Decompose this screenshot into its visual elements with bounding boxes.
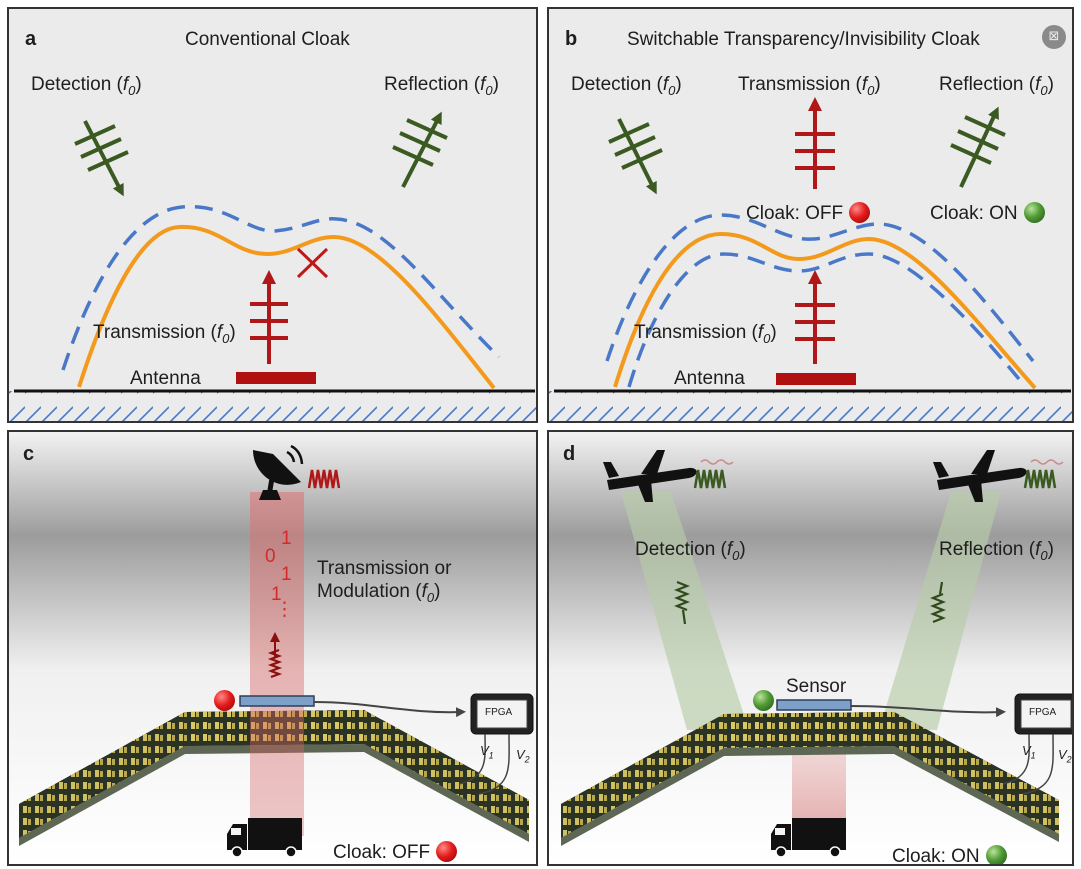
cloak-dashes-inner bbox=[627, 252, 1021, 388]
bit-3: 1 bbox=[281, 564, 292, 585]
wire-v2 bbox=[1022, 733, 1054, 795]
transmission-modulation-label-line1: Transmission or bbox=[317, 558, 452, 579]
panel-letter-b: b bbox=[565, 28, 578, 50]
transmission-wave bbox=[795, 270, 835, 364]
panel-c-graphics bbox=[19, 444, 534, 858]
reflection-wave bbox=[392, 111, 448, 188]
panel-b-title: Switchable Transparency/Invisibility Clo… bbox=[627, 29, 980, 50]
fpga-label: FPGA bbox=[1029, 707, 1057, 718]
airplane-icon bbox=[603, 450, 697, 502]
cloak-off-status: Cloak: OFF bbox=[333, 841, 458, 862]
status-dot-green bbox=[985, 845, 1007, 864]
blocked-x-icon bbox=[296, 247, 329, 279]
detection-label: Detection (f0) bbox=[571, 74, 682, 98]
panel-letter-d: d bbox=[563, 443, 576, 465]
reflection-label: Reflection (f0) bbox=[384, 74, 499, 98]
cloak-curve bbox=[613, 231, 1037, 390]
wire-v1 bbox=[458, 733, 486, 785]
sensor-cable bbox=[850, 705, 1006, 718]
reflection-signal-wave bbox=[1023, 469, 1057, 489]
detection-wave bbox=[74, 120, 129, 197]
fpga-label: FPGA bbox=[485, 707, 513, 718]
panel-letter-a: a bbox=[25, 28, 37, 50]
ground-hatch bbox=[9, 391, 536, 421]
panel-a-title: Conventional Cloak bbox=[185, 29, 350, 50]
voltage-v1-label: V1 bbox=[480, 743, 494, 761]
metasurface bbox=[561, 712, 1059, 846]
antenna-bar bbox=[236, 372, 316, 384]
transmission-top-label: Transmission (f0) bbox=[738, 74, 881, 98]
bit-1: 1 bbox=[281, 528, 292, 549]
voltage-v1-label: V1 bbox=[1022, 743, 1036, 761]
wire-v1 bbox=[1002, 733, 1030, 785]
cloak-dashes-outer bbox=[605, 213, 1035, 363]
wire-v2 bbox=[478, 733, 510, 795]
status-dot-red bbox=[849, 202, 871, 223]
modulation-wave bbox=[307, 469, 341, 489]
detection-signal-wave bbox=[693, 469, 727, 489]
cloak-dashes-outer bbox=[61, 204, 501, 371]
transmission-modulation-label-line2: Modulation (f0) bbox=[317, 581, 441, 605]
reflection-wave-packet bbox=[930, 581, 946, 624]
fpga-chip-icon bbox=[470, 693, 534, 735]
faint-wave bbox=[700, 459, 734, 465]
reflection-label: Reflection (f0) bbox=[939, 74, 1054, 98]
bit-2: 0 bbox=[265, 546, 276, 567]
panel-b: b Switchable Transparency/Invisibility C… bbox=[547, 7, 1074, 423]
fpga-chip-icon bbox=[1014, 693, 1072, 735]
detection-label: Detection (f0) bbox=[635, 539, 746, 563]
status-dot-red bbox=[436, 841, 458, 862]
panel-letter-c: c bbox=[23, 443, 35, 465]
detection-wave-packet bbox=[674, 580, 690, 625]
cloak-on-status: Cloak: ON bbox=[892, 845, 1007, 864]
sensor-strip bbox=[239, 695, 315, 707]
panel-b-graphics bbox=[549, 97, 1072, 421]
satellite-dish-icon bbox=[253, 444, 304, 500]
antenna-bar bbox=[776, 373, 856, 385]
bit-ellipsis: ⋮ bbox=[275, 599, 294, 620]
transmission-label: Transmission (f0) bbox=[634, 322, 777, 346]
panel-a-graphics bbox=[9, 111, 536, 421]
detection-wave bbox=[608, 118, 663, 195]
truck-icon bbox=[227, 818, 302, 858]
transmission-beam bbox=[250, 492, 304, 836]
wave-packet bbox=[267, 632, 283, 679]
reflection-label: Reflection (f0) bbox=[939, 539, 1054, 563]
sensor-strip bbox=[776, 699, 852, 711]
reflection-wave bbox=[950, 106, 1006, 188]
transmission-top-wave bbox=[795, 97, 835, 189]
sensor-label: Sensor bbox=[786, 676, 847, 697]
status-dot-red bbox=[214, 690, 235, 711]
transmission-label: Transmission (f0) bbox=[93, 322, 236, 346]
cloak-off-status: Cloak: OFF bbox=[746, 202, 871, 223]
transmission-wave bbox=[250, 270, 288, 364]
faint-wave bbox=[1030, 459, 1064, 465]
detection-beam bbox=[621, 492, 749, 730]
cloak-on-status: Cloak: ON bbox=[930, 202, 1045, 223]
panel-a: a Conventional Cloak Detection (f0) Refl… bbox=[7, 7, 538, 423]
panel-d: d Detection (f0) Reflection (f0) Sensor … bbox=[547, 430, 1074, 866]
sensor-cable bbox=[313, 701, 466, 718]
voltage-v2-label: V2 bbox=[1058, 747, 1072, 765]
ground-hatch bbox=[549, 391, 1072, 421]
antenna-label: Antenna bbox=[674, 368, 745, 389]
voltage-v2-label: V2 bbox=[516, 747, 530, 765]
cloak-curve bbox=[77, 224, 496, 390]
antenna-label: Antenna bbox=[130, 368, 201, 389]
panel-c: c Transmission or Modulation (f0) 1 0 1 … bbox=[7, 430, 538, 866]
bit-4: 1 bbox=[271, 584, 282, 605]
status-dot-green bbox=[1023, 202, 1045, 223]
truck-icon bbox=[771, 818, 846, 858]
close-icon[interactable]: ⊠ bbox=[1042, 25, 1066, 49]
airplane-icon bbox=[933, 450, 1027, 502]
status-dot-green bbox=[753, 690, 774, 711]
panel-d-graphics bbox=[561, 450, 1072, 858]
detection-label: Detection (f0) bbox=[31, 74, 142, 98]
